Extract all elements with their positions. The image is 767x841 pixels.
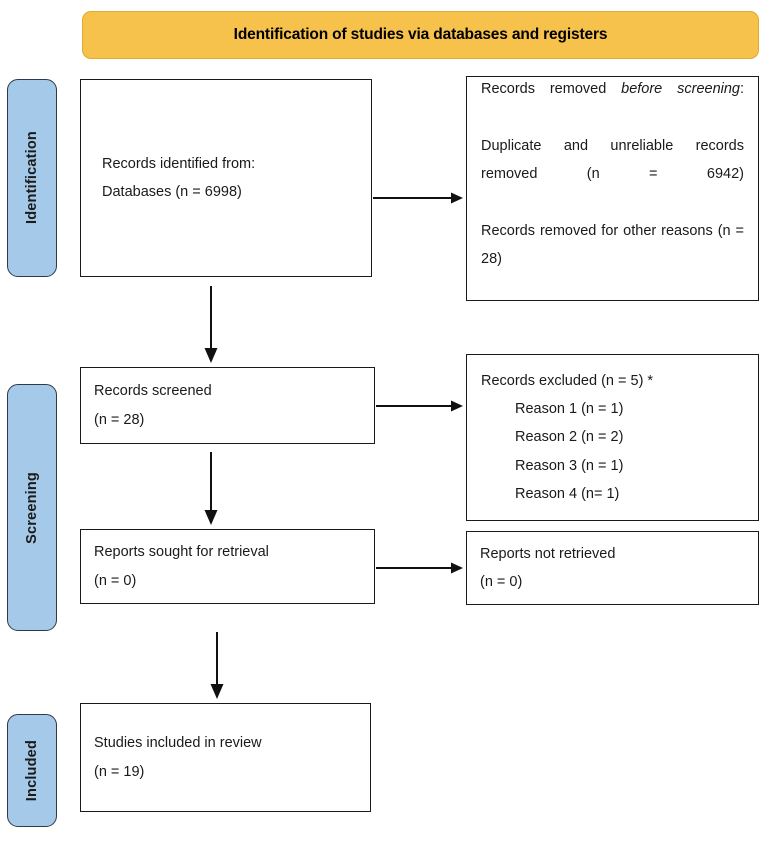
arrow-identified-to-screened [204, 286, 218, 363]
diagram-title: Identification of studies via databases … [233, 26, 608, 44]
box-reports-sought-line-2: (n = 0) [94, 572, 137, 589]
box-records-excluded-reason-2: Reason 2 (n = 2) [515, 429, 624, 446]
diagram-header-banner: Identification of studies via databases … [82, 11, 759, 59]
stage-label-included: Included [7, 714, 57, 827]
box-reports-sought-line-1: Reports sought for retrieval [94, 544, 269, 561]
box-records-excluded-reason-4: Reason 4 (n= 1) [515, 485, 620, 502]
box-records-removed: Records removed before screening: Duplic… [466, 76, 759, 301]
box-records-excluded-line-1: Records excluded (n = 5) * [481, 372, 654, 389]
arrow-screened-to-excluded [376, 400, 463, 412]
box-records-identified-line-1: Records identified from: [102, 155, 256, 172]
box-studies-included: Studies included in review (n = 19) [80, 703, 371, 812]
box-records-excluded-reason-1: Reason 1 (n = 1) [515, 401, 624, 418]
box-reports-not-retrieved: Reports not retrieved (n = 0) [466, 531, 759, 605]
arrow-identified-to-removed [373, 192, 463, 204]
arrow-sought-to-not-retrieved [376, 562, 463, 574]
stage-label-screening: Screening [7, 384, 57, 631]
box-studies-included-line-1: Studies included in review [94, 735, 262, 752]
box-reports-not-retrieved-line-1: Reports not retrieved [480, 545, 616, 562]
box-records-identified: Records identified from: Databases (n = … [80, 79, 372, 277]
box-records-removed-line-1: Records removed before screening: [481, 75, 744, 132]
box-records-screened-line-2: (n = 28) [94, 411, 145, 428]
box-records-excluded: Records excluded (n = 5) * Reason 1 (n =… [466, 354, 759, 521]
box-records-removed-line-1-emphasis: before [621, 81, 663, 98]
box-records-removed-line-3: Duplicate and unreliable records removed… [481, 137, 744, 183]
stage-label-identification: Identification [7, 79, 57, 277]
box-records-identified-line-2: Databases (n = 6998) [102, 184, 242, 200]
box-records-screened: Records screened (n = 28) [80, 367, 375, 444]
box-records-removed-line-4: Records removed for other reasons (n = 2… [481, 222, 744, 268]
box-reports-not-retrieved-line-2: (n = 0) [480, 574, 523, 590]
box-records-screened-line-1: Records screened [94, 383, 212, 400]
box-studies-included-line-2: (n = 19) [94, 763, 145, 780]
box-records-removed-line-1-a: Records removed [481, 81, 622, 98]
box-reports-sought: Reports sought for retrieval (n = 0) [80, 529, 375, 604]
arrow-screened-to-sought [204, 452, 218, 525]
box-records-excluded-reason-3: Reason 3 (n = 1) [515, 457, 624, 474]
box-records-removed-line-2-emphasis: screening [677, 81, 740, 98]
box-records-removed-line-2-colon: : [739, 81, 745, 98]
arrow-sought-to-included [210, 632, 224, 699]
